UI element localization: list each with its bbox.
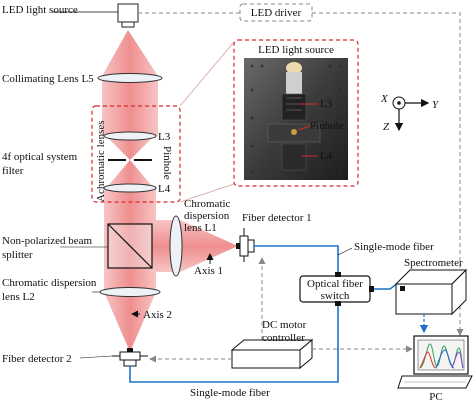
led-light-source-label: LED light source xyxy=(2,4,78,16)
cd-l1-label-1: Chromatic xyxy=(184,198,231,210)
fiber-detector-2-label: Fiber detector 2 xyxy=(2,353,72,365)
axis-z-label: Z xyxy=(383,121,390,133)
collimating-lens-label: Collimating Lens L5 xyxy=(2,73,94,85)
npbs-label-1: Non-polarized beam xyxy=(2,235,93,247)
single-mode-fiber-top-label: Single-mode fiber xyxy=(354,241,434,253)
inset-connector-bottom xyxy=(179,183,235,203)
switch-label-1: Optical fiber xyxy=(307,278,363,290)
axis-1-marker: Axis 1 xyxy=(194,253,223,277)
chromatic-lens-l1: Chromatic dispersion lens L1 xyxy=(169,198,231,277)
cd-l2-label-2: lens L2 xyxy=(2,291,35,303)
pinhole-label: Pinhole xyxy=(161,146,173,180)
fiber-detector-1: Fiber detector 1 xyxy=(236,212,312,262)
inset-connector-top xyxy=(179,41,235,107)
fiber-detector-2 xyxy=(79,348,148,367)
inset-title: LED light source xyxy=(258,44,334,56)
inset-l3-label: L3 xyxy=(320,98,333,110)
cd-l1-label-3: lens L1 xyxy=(184,222,217,234)
single-mode-fiber-bottom-label: Single-mode fiber xyxy=(190,387,270,399)
fiber-detector-1-label: Fiber detector 1 xyxy=(242,212,312,224)
cd-l1-label-2: dispersion xyxy=(184,210,230,222)
four-f-filter-box: L3 Pinhole L4 Achromatic lenses xyxy=(91,105,181,203)
control-links xyxy=(149,257,413,363)
led-driver-label: LED driver xyxy=(251,7,302,19)
switch-label-2: switch xyxy=(321,290,350,302)
dc-motor-label-2: controller xyxy=(262,332,305,344)
lens-l3 xyxy=(103,131,157,141)
beam-splitter xyxy=(60,223,153,269)
axis-1-label: Axis 1 xyxy=(194,265,223,277)
achromatic-lenses-label: Achromatic lenses xyxy=(95,120,107,202)
dc-motor-label-1: DC motor xyxy=(262,319,307,331)
optical-fiber-switch: Optical fiber switch xyxy=(299,272,374,306)
lens-l4-label: L4 xyxy=(158,183,171,195)
optical-system-label-1: 4f optical system xyxy=(2,151,78,163)
cd-l2-label-1: Chromatic dispersion xyxy=(2,277,97,289)
collimating-lens-l5: Collimating Lens L5 xyxy=(2,73,163,85)
pc: PC xyxy=(397,335,473,403)
axis-2-label: Axis 2 xyxy=(143,309,172,321)
inset-pinhole-label: Pinhole xyxy=(310,120,344,132)
axis-x-label: X xyxy=(380,93,389,105)
inset-photo: LED light source L3 Pinhole L4 xyxy=(233,39,359,187)
pc-label: PC xyxy=(429,391,442,403)
fibers xyxy=(129,245,399,383)
spectrometer: Spectrometer xyxy=(394,257,468,316)
npbs-label-2: splitter xyxy=(2,249,33,261)
led-driver: LED driver xyxy=(138,3,464,336)
fiber-labels: Single-mode fiber Single-mode fiber xyxy=(190,241,434,399)
chromatic-lens-l2 xyxy=(92,287,161,297)
axis-y-label: Y xyxy=(432,99,440,111)
inset-l4-label: L4 xyxy=(320,150,333,162)
coordinate-axes: X Y Z xyxy=(380,93,440,133)
lens-l3-label: L3 xyxy=(158,131,171,143)
spectrometer-label: Spectrometer xyxy=(404,257,463,269)
dc-motor-controller: DC motor controller xyxy=(230,319,314,370)
led-light-source: LED light source xyxy=(2,3,139,28)
axis-2-marker: Axis 2 xyxy=(131,309,172,321)
optical-system-label-2: filter xyxy=(2,165,24,177)
lens-l4 xyxy=(103,183,157,193)
